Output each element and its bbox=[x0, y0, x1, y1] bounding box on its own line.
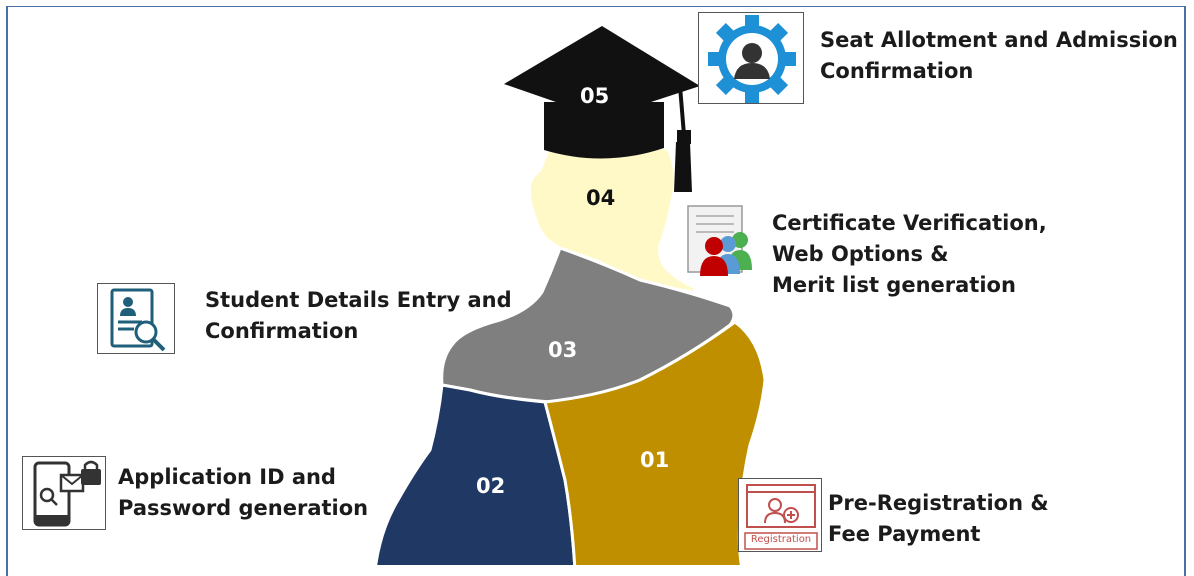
step-04-label-line-2: Web Options & bbox=[772, 242, 949, 266]
segment-01-body bbox=[543, 320, 767, 565]
registration-icon-text: Registration bbox=[750, 534, 812, 545]
step-05-label-line-2: Confirmation bbox=[820, 59, 974, 83]
step-03-label: Student Details Entry and Confirmation bbox=[205, 285, 512, 347]
step-02-icon-box bbox=[22, 456, 106, 530]
step-02-number: 02 bbox=[476, 474, 506, 498]
cap-tassel-cord bbox=[678, 85, 686, 136]
step-02-label: Application ID and Password generation bbox=[118, 462, 368, 524]
step-01-number: 01 bbox=[640, 448, 670, 472]
step-01-label-line-2: Fee Payment bbox=[828, 522, 981, 546]
step-05-label: Seat Allotment and Admission Confirmatio… bbox=[820, 25, 1178, 87]
step-04-icon-box bbox=[684, 204, 754, 278]
cap-tassel bbox=[674, 142, 692, 192]
step-05-icon-box bbox=[698, 12, 804, 104]
step-03-number: 03 bbox=[548, 338, 578, 362]
diagram-frame bbox=[6, 6, 1186, 576]
step-02-label-line-1: Application ID and bbox=[118, 465, 336, 489]
users-certificate-icon bbox=[687, 205, 752, 276]
cap-board bbox=[504, 26, 700, 118]
segment-04-head bbox=[527, 146, 699, 294]
registration-icon bbox=[744, 484, 818, 550]
gear-user-icon bbox=[708, 15, 796, 103]
step-02-label-line-2: Password generation bbox=[118, 496, 369, 520]
step-05-number: 05 bbox=[580, 84, 610, 108]
step-03-icon-box bbox=[97, 283, 175, 354]
step-05-label-line-1: Seat Allotment and Admission bbox=[820, 28, 1178, 52]
step-03-label-line-1: Student Details Entry and bbox=[205, 288, 512, 312]
step-03-label-line-2: Confirmation bbox=[205, 319, 359, 343]
document-search-icon bbox=[110, 288, 166, 352]
step-04-label: Certificate Verification, Web Options & … bbox=[772, 208, 1047, 301]
segment-02-body bbox=[374, 383, 577, 565]
step-04-label-line-3: Merit list generation bbox=[772, 273, 1016, 297]
cap-base bbox=[544, 102, 664, 159]
step-04-label-line-1: Certificate Verification, bbox=[772, 211, 1047, 235]
mobile-login-icon bbox=[33, 460, 101, 527]
step-01-icon-box: Registration bbox=[738, 478, 822, 552]
step-01-label: Pre-Registration & Fee Payment bbox=[828, 488, 1049, 550]
step-01-label-line-1: Pre-Registration & bbox=[828, 491, 1049, 515]
step-04-number: 04 bbox=[586, 186, 616, 210]
cap-tassel-knot bbox=[677, 130, 691, 144]
